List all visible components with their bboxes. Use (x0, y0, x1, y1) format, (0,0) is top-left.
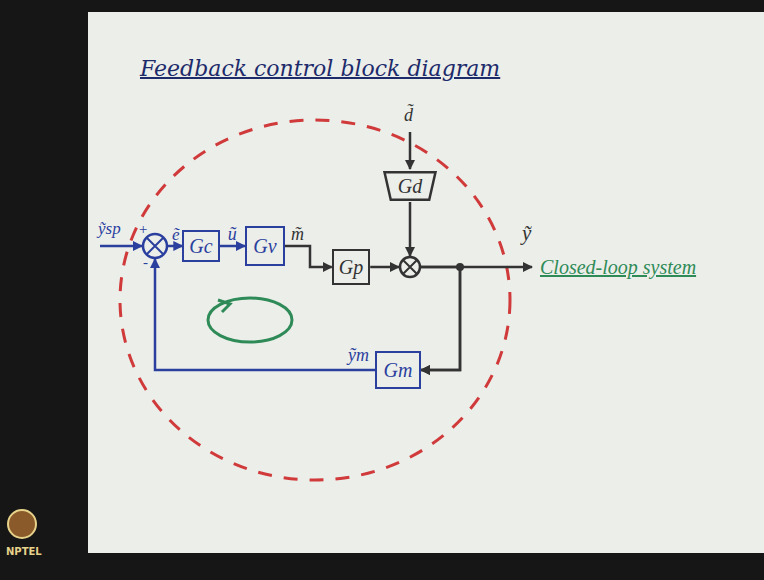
signal-label: ỹm (348, 346, 369, 366)
block-label: Gd (398, 175, 422, 197)
block-outline (385, 172, 436, 199)
signal-label: ỹ (522, 222, 531, 245)
block-label: Gv (253, 235, 276, 257)
output-wire (460, 266, 532, 269)
summing-cross (147, 238, 164, 255)
loop-arrowhead (218, 300, 230, 312)
disturbance-wire (409, 132, 412, 169)
signal-arrow (370, 267, 460, 370)
disturbance-block: Gd (382, 170, 438, 202)
signal-label: d̃ (404, 106, 413, 126)
signal-label: ỹsp (98, 220, 121, 239)
watermark: NPTEL (6, 546, 42, 557)
annotation: Closed-loop system (540, 256, 696, 278)
transfer-block: Gc (182, 230, 219, 262)
transfer-block: Gm (375, 351, 421, 389)
transfer-block: Gv (245, 226, 285, 266)
diagram-title: Feedback control block diagram (140, 56, 500, 81)
loop-symbol (208, 298, 292, 342)
summing-junction (400, 257, 420, 277)
block-label: Gp (339, 256, 363, 278)
logo (8, 510, 36, 538)
arrowhead (390, 262, 400, 272)
branch-dot (456, 263, 464, 271)
signal-arrow (220, 245, 245, 248)
transfer-block: Gp (332, 249, 370, 285)
signal-arrow (285, 246, 332, 267)
summing-cross (403, 260, 417, 274)
signal-label: m̃ (291, 225, 304, 245)
block-label: Gc (189, 235, 212, 257)
arrowhead (150, 258, 160, 268)
system-boundary (120, 120, 510, 480)
signal-label: ũ (228, 225, 237, 245)
setpoint-wire (100, 245, 142, 248)
arrowhead (405, 247, 415, 257)
whiteboard (88, 12, 764, 553)
sign-label: - (143, 254, 148, 271)
block-label: Gm (384, 359, 413, 381)
signal-label: ẽ (172, 226, 180, 245)
signal-arrow (410, 202, 460, 370)
sign-label: + (138, 221, 148, 238)
